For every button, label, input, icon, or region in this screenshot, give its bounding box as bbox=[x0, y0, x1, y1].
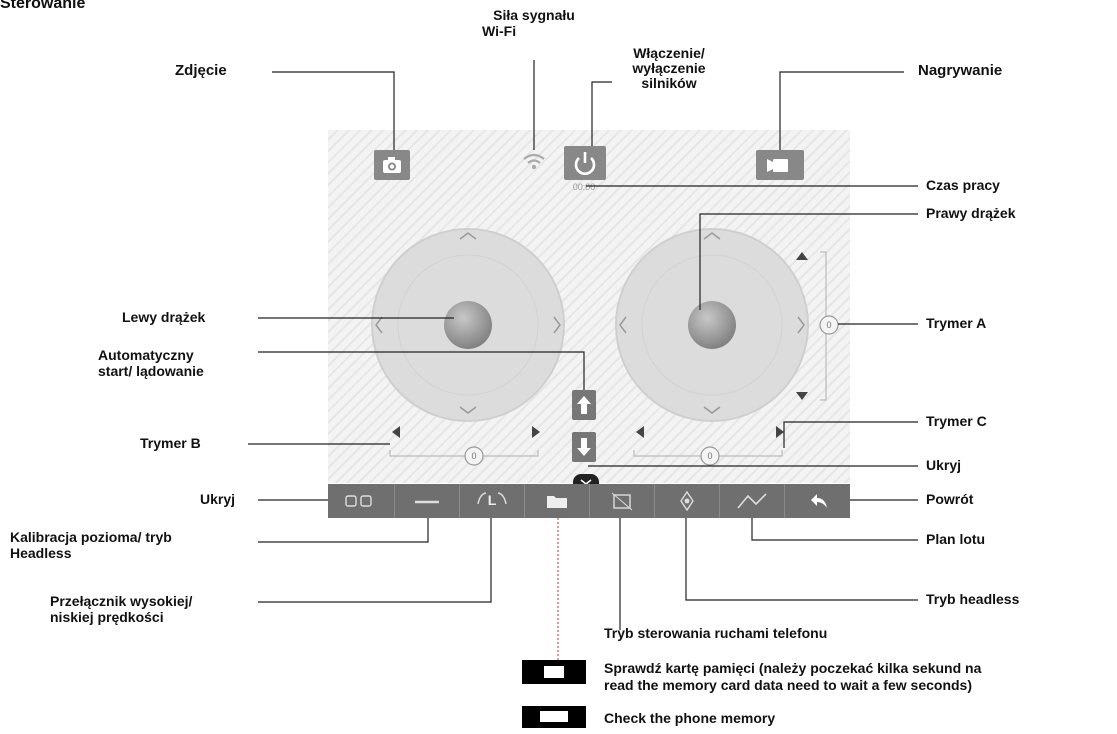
headless-mode-label: Tryb headless bbox=[926, 591, 1020, 607]
power-icon bbox=[574, 152, 596, 175]
memory-card-label-1: Sprawdź kartę pamięci (należy poczekać k… bbox=[604, 660, 982, 676]
trim-a-down-icon[interactable] bbox=[796, 392, 808, 400]
photo-label: Zdjęcie bbox=[175, 62, 227, 79]
hide-tab-label: Ukryj bbox=[926, 457, 962, 473]
hide-panel-icon bbox=[345, 495, 372, 507]
auto-landing-button[interactable] bbox=[572, 432, 596, 462]
memory-card-icon bbox=[522, 660, 586, 684]
phone-memory-label: Check the phone memory bbox=[604, 710, 776, 726]
trim-a-slider[interactable]: 0 bbox=[792, 250, 842, 410]
right-joystick[interactable] bbox=[612, 225, 812, 425]
speed-label-2: niskiej prędkości bbox=[50, 609, 164, 625]
trim-b-left-icon[interactable] bbox=[392, 426, 400, 438]
hide-toolbar-label: Ukryj bbox=[200, 491, 236, 507]
trim-c-slider[interactable]: 0 bbox=[630, 420, 800, 470]
signal-label: Siła sygnału bbox=[493, 7, 575, 23]
toolbar-media-button[interactable] bbox=[525, 484, 590, 518]
bottom-toolbar: L bbox=[328, 484, 850, 518]
trim-b-right-icon[interactable] bbox=[532, 426, 540, 438]
power-button[interactable] bbox=[564, 146, 606, 180]
work-time-label: Czas pracy bbox=[926, 177, 1000, 193]
signal-sub-label: Wi-Fi bbox=[482, 23, 517, 39]
calibration-label-2: Headless bbox=[10, 545, 72, 561]
trim-b-slider[interactable]: 0 bbox=[388, 420, 558, 470]
arrow-up-icon bbox=[577, 396, 591, 414]
trim-b-label: Trymer B bbox=[140, 435, 201, 451]
toolbar-back-button[interactable] bbox=[785, 484, 850, 518]
record-label: Nagrywanie bbox=[918, 62, 1003, 79]
left-joystick[interactable] bbox=[368, 225, 568, 425]
flight-plan-label: Plan lotu bbox=[926, 531, 986, 547]
speed-label-1: Przełącznik wysokiej/ bbox=[50, 593, 193, 609]
phone-motion-icon bbox=[611, 492, 633, 511]
toolbar-phone-motion-button[interactable] bbox=[590, 484, 655, 518]
back-label: Powrót bbox=[926, 491, 974, 507]
motors-label-1: Włączenie/ bbox=[633, 45, 705, 61]
speed-switch-icon: L bbox=[477, 492, 507, 508]
wifi-signal-icon bbox=[523, 153, 545, 170]
toolbar-headless-button[interactable] bbox=[655, 484, 720, 518]
page-title: Sterowanie bbox=[0, 0, 86, 12]
arrow-down-icon bbox=[577, 438, 591, 456]
svg-text:L: L bbox=[488, 492, 497, 508]
trim-a-up-icon[interactable] bbox=[796, 252, 808, 260]
memory-card-label-2: read the memory card data need to wait a… bbox=[604, 677, 972, 693]
headless-mode-icon bbox=[680, 490, 694, 512]
auto-label-2: start/ lądowanie bbox=[98, 363, 204, 379]
flight-path-icon bbox=[737, 493, 767, 509]
right-stick-knob[interactable] bbox=[688, 301, 736, 349]
photo-button[interactable] bbox=[374, 150, 410, 180]
trim-c-label: Trymer C bbox=[926, 413, 987, 429]
phone-memory-icon bbox=[522, 706, 586, 728]
calibration-label-1: Kalibracja pozioma/ tryb bbox=[10, 529, 172, 545]
trim-c-right-icon[interactable] bbox=[776, 426, 784, 438]
record-button[interactable] bbox=[756, 150, 804, 180]
trim-c-value: 0 bbox=[707, 451, 712, 461]
left-stick-label: Lewy drążek bbox=[122, 309, 206, 325]
trim-a-value: 0 bbox=[826, 320, 831, 330]
toolbar-flight-plan-button[interactable] bbox=[720, 484, 785, 518]
folder-icon bbox=[547, 496, 567, 508]
left-stick-knob[interactable] bbox=[444, 301, 492, 349]
trim-c-left-icon[interactable] bbox=[636, 426, 644, 438]
right-stick-label: Prawy drążek bbox=[926, 205, 1016, 221]
back-arrow-icon bbox=[811, 494, 827, 508]
video-camera-icon bbox=[767, 159, 788, 172]
motors-label-3: silników bbox=[641, 75, 697, 91]
flight-timer: 00:00 bbox=[572, 182, 596, 192]
level-calibration-icon bbox=[415, 500, 439, 504]
toolbar-calibration-button[interactable] bbox=[395, 484, 460, 518]
toolbar-speed-button[interactable]: L bbox=[460, 484, 525, 518]
motors-label-2: wyłączenie bbox=[632, 60, 706, 76]
trim-b-value: 0 bbox=[471, 451, 476, 461]
camera-icon bbox=[383, 157, 401, 173]
auto-takeoff-button[interactable] bbox=[572, 390, 596, 420]
auto-label-1: Automatyczny bbox=[98, 347, 194, 363]
trim-a-label: Trymer A bbox=[926, 315, 987, 331]
phone-motion-label: Tryb sterowania ruchami telefonu bbox=[604, 625, 828, 641]
toolbar-hide-button[interactable] bbox=[328, 484, 395, 518]
